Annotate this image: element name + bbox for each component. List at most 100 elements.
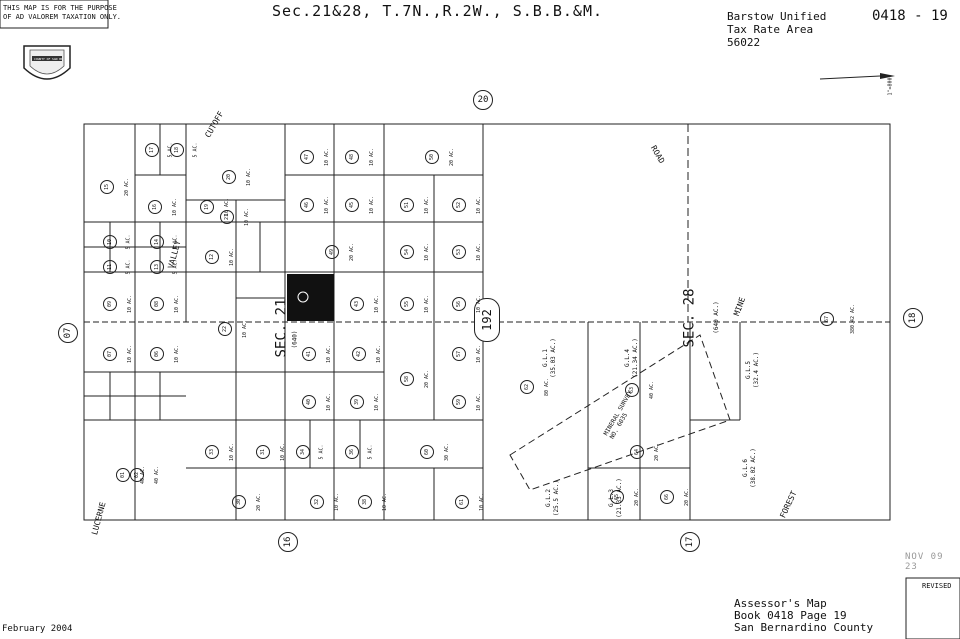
- parcel-21[interactable]: 21 10 AC.: [220, 207, 256, 227]
- parcel-acreage: 10 AC.: [242, 319, 249, 339]
- parcel-number: 38: [358, 495, 372, 509]
- parcel-number: 32: [310, 495, 324, 509]
- parcel-acreage: 30 AC.: [444, 442, 451, 462]
- gov-lot-name: G.L.6: [741, 458, 749, 478]
- parcel-number: 34: [296, 445, 310, 459]
- adjacent-page-top[interactable]: 20: [473, 90, 493, 110]
- adjacent-page-bottom-right[interactable]: 17: [680, 532, 700, 552]
- adjacent-page-left[interactable]: 07: [58, 323, 78, 343]
- parcel-number: 11: [103, 260, 117, 274]
- parcel-number: 16: [148, 200, 162, 214]
- parcel-acreage: 5 AC.: [367, 444, 374, 460]
- parcel-34[interactable]: 34 5 AC.: [296, 444, 329, 460]
- parcel-number: 66: [660, 490, 674, 504]
- parcel-number: 46: [300, 198, 314, 212]
- section-21-area: (640): [291, 330, 299, 349]
- parcel-acreage: 10 AC.: [127, 344, 134, 364]
- parcel-number: 55: [400, 297, 414, 311]
- parcel-number: 17: [145, 143, 159, 157]
- adjacent-page-bottom-left[interactable]: 16: [278, 532, 298, 552]
- disclaimer-line-2: OF AD VALOREM TAXATION ONLY.: [3, 13, 122, 21]
- section-28-label: SEC. 28: [681, 288, 698, 348]
- gov-lot-2[interactable]: G.L.4(21.34 AC.): [624, 338, 640, 378]
- parcel-43[interactable]: 43 10 AC.: [350, 294, 386, 314]
- gov-lot-4[interactable]: G.L.2(25.5 AC.): [545, 480, 561, 516]
- parcel-number: 33: [205, 445, 219, 459]
- parcel-acreage: 20 AC.: [684, 487, 691, 507]
- seal-text: COUNTY OF SAN BERNARDINO: [34, 57, 62, 61]
- gov-lot-acreage: (35.03 AC.): [549, 338, 557, 378]
- parcel-acreage: 10 AC.: [374, 294, 381, 314]
- parcel-number: 57: [452, 347, 466, 361]
- parcel-number: 42: [352, 347, 366, 361]
- parcel-acreage: 5 AC.: [125, 234, 132, 250]
- gov-lot-3[interactable]: G.L.5(32.4 AC.): [745, 352, 761, 388]
- parcel-16[interactable]: 16 10 AC.: [148, 197, 184, 217]
- parcel-acreage: 5 AC.: [318, 444, 325, 460]
- gov-lot-1[interactable]: G.L.1(35.03 AC.): [542, 338, 558, 378]
- gov-lot-5[interactable]: G.L.3(21.33 AC.): [608, 478, 624, 518]
- parcel-number: 21: [220, 210, 234, 224]
- parcel-number: 43: [350, 297, 364, 311]
- gov-lot-6[interactable]: G.L.6(38.02 AC.): [742, 448, 758, 488]
- adjacent-page-right[interactable]: 18: [903, 308, 923, 328]
- parcel-acreage: 10 AC.: [229, 247, 236, 267]
- parcel-66[interactable]: 66 20 AC.: [660, 487, 696, 507]
- gov-lot-name: G.L.5: [745, 360, 753, 380]
- parcel-number: 45: [345, 198, 359, 212]
- parcel-acreage: 10 AC.: [424, 242, 431, 262]
- parcel-acreage: 10 AC.: [244, 207, 251, 227]
- gov-lot-acreage: (25.5 AC.): [553, 479, 561, 517]
- parcel-number: 52: [452, 198, 466, 212]
- county-seal-icon: [20, 40, 74, 86]
- parcel-acreage: 10 AC.: [172, 197, 179, 217]
- parcel-acreage: 10 AC.: [374, 392, 381, 412]
- district-line-1: Barstow Unified: [727, 10, 827, 23]
- parcel-number: 50: [425, 150, 439, 164]
